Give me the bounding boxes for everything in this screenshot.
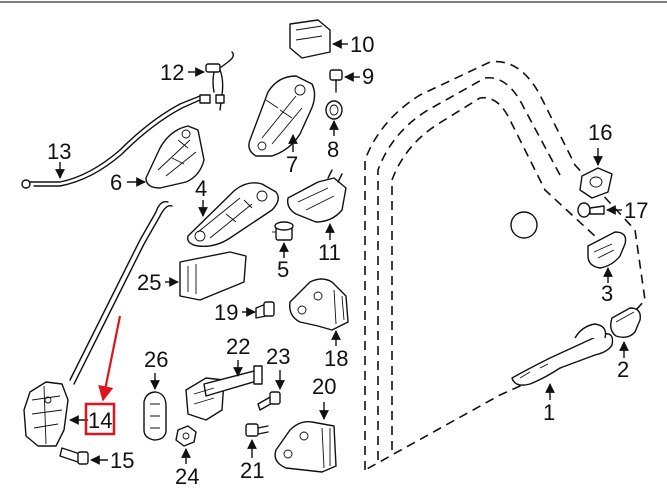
callout-10: 10	[350, 32, 374, 57]
callout-16: 16	[588, 120, 612, 145]
callout-26: 26	[144, 347, 168, 372]
callout-8: 8	[327, 137, 339, 162]
part-26-cap	[143, 391, 167, 441]
callout-9: 9	[362, 64, 374, 89]
callout-15: 15	[110, 448, 134, 473]
callout-12: 12	[160, 60, 184, 85]
callout-14: 14	[88, 408, 112, 433]
part-12-cable	[205, 51, 235, 111]
callout-24: 24	[175, 464, 199, 489]
callout-7: 7	[286, 152, 298, 177]
part-15-bolt	[59, 447, 89, 465]
part-23-bolt	[257, 391, 281, 411]
highlight-arrow-14	[98, 315, 122, 402]
part-9-screw	[329, 69, 343, 93]
part-16-striker	[579, 167, 613, 199]
part-5-bolt	[272, 221, 294, 241]
callout-4: 4	[195, 176, 207, 201]
callout-13: 13	[47, 139, 71, 164]
door-outline	[364, 60, 646, 471]
part-1-outside-handle	[511, 323, 614, 386]
part-10-latch-cover	[289, 19, 331, 59]
highlight-box-14	[84, 402, 116, 436]
part-7-latch	[248, 75, 316, 157]
callout-21: 21	[240, 458, 264, 483]
callout-6: 6	[110, 170, 122, 195]
part-2-handle-cap	[609, 307, 641, 339]
part-11-bracket	[286, 169, 347, 223]
callout-18: 18	[324, 346, 348, 371]
part-21-bolt	[245, 423, 269, 437]
callout-3: 3	[601, 281, 613, 306]
part-17-screw	[577, 202, 605, 218]
part-20-lower-hinge	[274, 420, 337, 473]
part-4-handle-frame	[187, 182, 279, 248]
callout-17: 17	[624, 198, 648, 223]
callout-2: 2	[617, 357, 629, 382]
part-8-grommet	[325, 100, 343, 120]
callout-25: 25	[137, 270, 161, 295]
callout-23: 23	[266, 344, 290, 369]
callout-20: 20	[312, 374, 336, 399]
callout-1: 1	[543, 400, 555, 425]
callout-19: 19	[214, 300, 238, 325]
part-19-bolt	[255, 301, 275, 319]
part-25-trim-pad	[179, 251, 247, 301]
part-18-upper-hinge	[289, 278, 349, 331]
part-22-door-check	[185, 365, 263, 421]
part-13-cable	[21, 94, 211, 189]
callout-22: 22	[226, 334, 250, 359]
callout-5: 5	[277, 257, 289, 282]
part-3-handle-bracket	[587, 231, 627, 269]
part-14-lock-actuator	[23, 201, 173, 447]
callout-11: 11	[318, 240, 341, 265]
part-24-nut	[175, 425, 197, 447]
part-6-bracket	[145, 125, 205, 189]
